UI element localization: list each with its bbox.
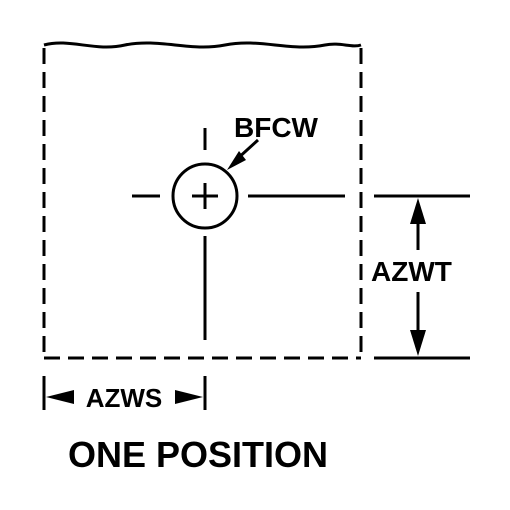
break-line [43, 41, 362, 49]
leader-arrowhead [227, 151, 246, 170]
height-dimension [374, 194, 470, 360]
offset-arrowhead-left [46, 390, 74, 404]
arrowhead-up [410, 198, 426, 224]
hole-leader [227, 138, 260, 170]
offset-dimension [42, 376, 207, 410]
hole-label: BFCW [234, 112, 319, 143]
hole-circle [171, 162, 239, 230]
part-outline [42, 41, 363, 360]
arrowhead-down [410, 330, 426, 356]
offset-label: AZWS [86, 383, 163, 413]
offset-arrowhead-right [175, 390, 203, 404]
hole-feature [132, 128, 345, 340]
caption: ONE POSITION [68, 434, 328, 475]
height-label: AZWT [371, 256, 452, 287]
